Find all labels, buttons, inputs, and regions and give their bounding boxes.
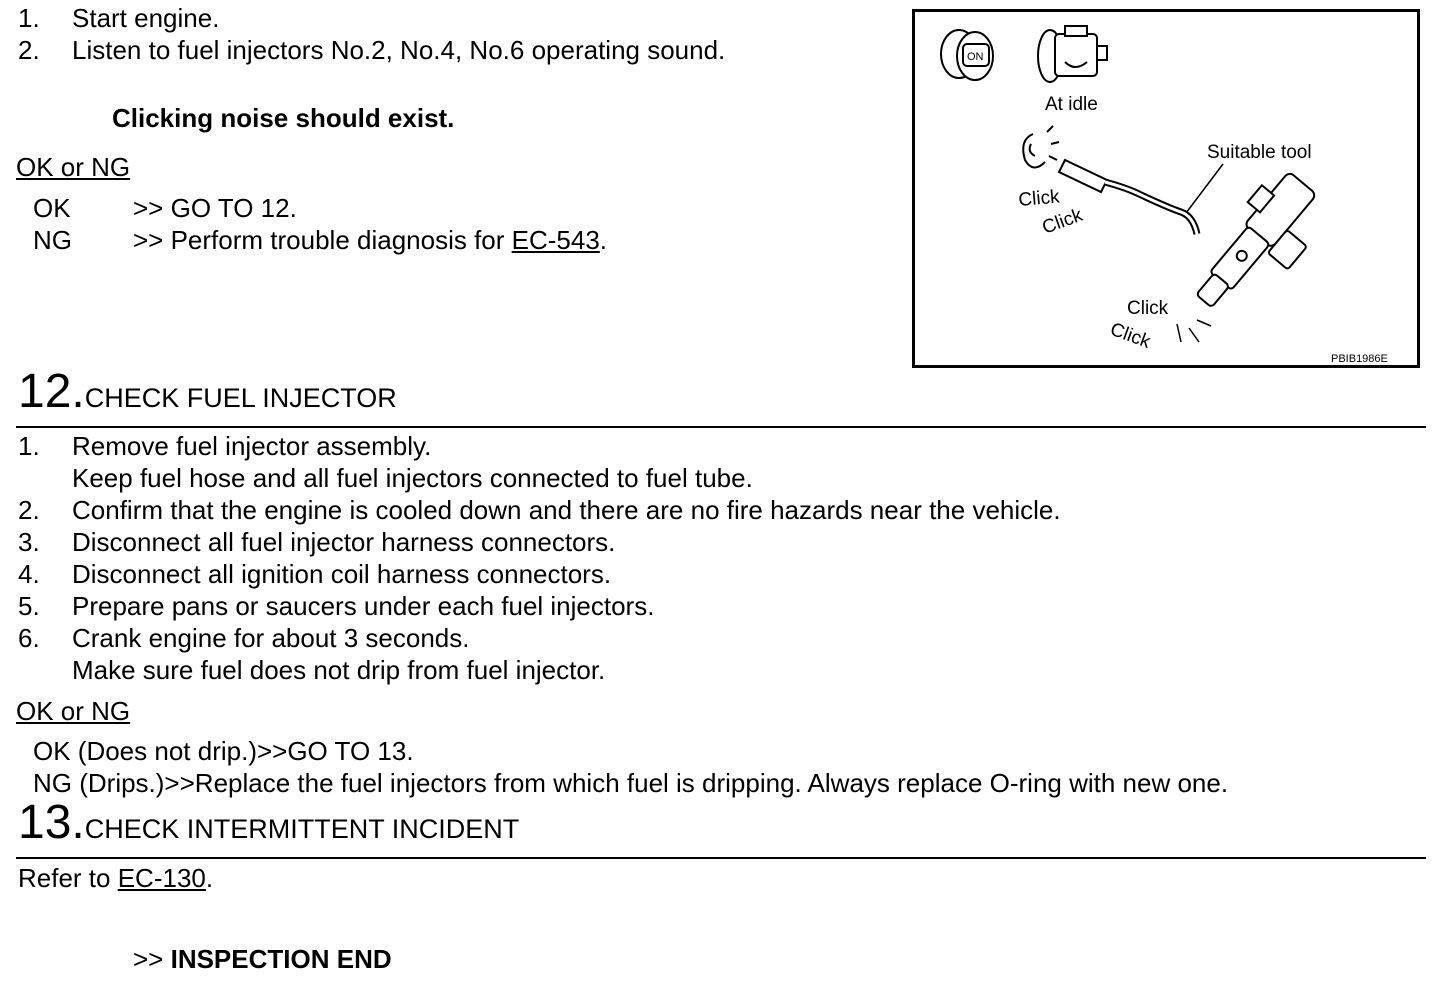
inspection-end: >> INSPECTION END [133,943,392,975]
step13-title: CHECK INTERMITTENT INCIDENT [84,814,520,844]
step13-refer-period: . [205,863,214,893]
step11-item-1-text: Start engine. [72,3,220,33]
step12-item-1-number: 1. [18,431,40,461]
step12-item-4-number: 4. [18,559,40,589]
injector-illustration: ON At idle Suitable tool [940,25,1388,365]
step11-item-2-number: 2. [18,35,40,65]
step11-ng-period: . [599,225,608,255]
step13-header: 13.CHECK INTERMITTENT INCIDENT [18,799,519,847]
step12-number: 12. [18,365,85,418]
step12-item-6-text: Crank engine for about 3 seconds. [72,623,470,653]
step12-item-4-text: Disconnect all ignition coil harness con… [72,559,612,589]
suitable-tool-label: Suitable tool [1207,142,1312,163]
step11-ng-label: NG [33,225,72,255]
engine-icon [1037,25,1108,83]
sound-rays [1176,319,1212,343]
stethoscope-tool [1057,158,1201,235]
step12-item-2-number: 2. [18,495,40,525]
ignition-on-label: ON [967,51,984,63]
step13-number: 13. [18,796,85,849]
fuel-injector [1196,172,1316,307]
click-label-lower-1: Click [1127,298,1169,319]
step12-item-6-subtext: Make sure fuel does not drip from fuel i… [72,655,606,685]
step11-item-1-number: 1. [18,3,40,33]
step11-ok-result: >> GO TO 12. [133,193,297,223]
step11-ng-result: >> Perform trouble diagnosis for EC-543. [133,224,607,256]
step13-divider [16,857,1426,859]
step11-item-2-text: Listen to fuel injectors No.2, No.4, No.… [72,35,726,65]
injector-sound-figure: ON At idle Suitable tool [912,9,1420,368]
ec-130-link[interactable]: EC-130 [117,863,206,893]
figure-code: PBIB1986E [1331,353,1388,365]
ec-543-link[interactable]: EC-543 [511,225,600,255]
step11-ok-ng-heading: OK or NG [16,152,131,182]
step12-item-3-number: 3. [18,527,40,557]
step12-item-3-text: Disconnect all fuel injector harness con… [72,527,616,557]
ear-icon [1022,125,1060,169]
step12-item-2-text: Confirm that the engine is cooled down a… [72,495,1061,525]
step11-note: Clicking noise should exist. [112,103,455,133]
step12-ok-result: OK (Does not drip.)>>GO TO 13. [33,736,414,766]
inspection-end-text: INSPECTION END [170,944,392,974]
step12-ng-result: NG (Drips.)>>Replace the fuel injectors … [33,768,1229,798]
step13-refer: Refer to EC-130. [18,862,213,894]
ignition-key-icon [940,29,994,81]
step12-item-5-text: Prepare pans or saucers under each fuel … [72,591,655,621]
step12-ok-ng-heading: OK or NG [16,696,131,726]
step12-item-6-number: 6. [18,623,40,653]
at-idle-label: At idle [1045,94,1098,115]
step12-item-1-text: Remove fuel injector assembly. [72,431,432,461]
click-label-upper-1: Click [1018,186,1061,211]
step12-header: 12.CHECK FUEL INJECTOR [18,368,397,416]
click-label-upper-2: Click [1040,205,1086,239]
click-label-lower-2: Click [1107,319,1153,353]
step12-divider [16,426,1426,428]
step13-refer-text: Refer to [18,863,118,893]
step11-ok-label: OK [33,193,71,223]
step11-ng-text: >> Perform trouble diagnosis for [133,225,512,255]
step12-item-5-number: 5. [18,591,40,621]
step12-item-1-subtext: Keep fuel hose and all fuel injectors co… [72,463,753,493]
inspection-end-prefix: >> [133,944,171,974]
step12-title: CHECK FUEL INJECTOR [84,383,397,413]
